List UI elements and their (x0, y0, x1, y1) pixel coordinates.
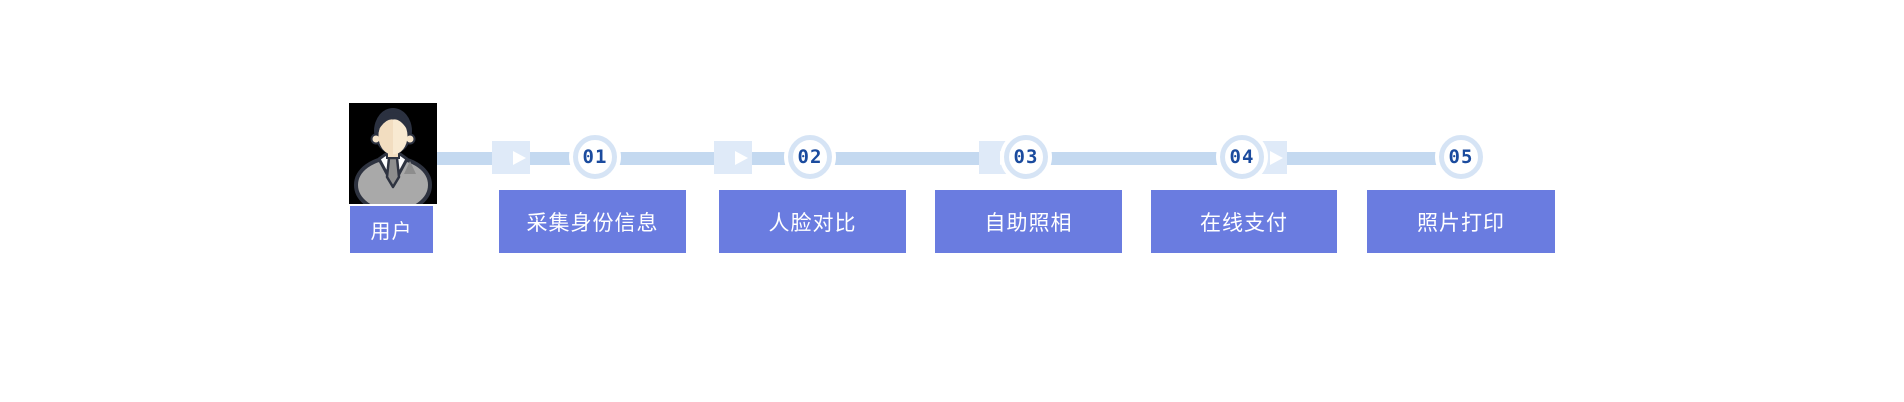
step-label-box-online-pay: 在线支付 (1151, 190, 1337, 253)
step-number: 03 (1013, 146, 1039, 168)
step-label: 照片打印 (1417, 211, 1505, 235)
step-circle-03: 03 (1004, 135, 1048, 179)
step-label-box-face-compare: 人脸对比 (719, 190, 906, 253)
chevron-right-icon (513, 150, 526, 165)
step-circle-05: 05 (1439, 135, 1483, 179)
actor-label: 用户 (370, 221, 413, 243)
chevron-right-icon (735, 150, 748, 165)
step-circle-02: 02 (788, 135, 832, 179)
step-circle-01: 01 (573, 135, 617, 179)
actor-label-box: 用户 (350, 206, 433, 253)
chevron-right-icon (1270, 150, 1283, 165)
step-number: 05 (1448, 146, 1474, 168)
step-label: 人脸对比 (768, 211, 857, 235)
flow-connector-line (437, 152, 1463, 165)
step-label: 自助照相 (984, 211, 1073, 235)
arrow-marker (714, 141, 752, 174)
step-label-box-self-photo: 自助照相 (935, 190, 1122, 253)
step-label: 在线支付 (1200, 211, 1288, 235)
user-avatar-icon (349, 103, 437, 204)
step-label: 采集身份信息 (526, 211, 659, 235)
step-number: 01 (582, 146, 608, 168)
step-number: 04 (1229, 146, 1255, 168)
step-circle-04: 04 (1220, 135, 1264, 179)
step-number: 02 (797, 146, 823, 168)
arrow-marker (492, 141, 530, 174)
step-label-box-collect-identity: 采集身份信息 (499, 190, 686, 253)
step-label-box-photo-print: 照片打印 (1367, 190, 1555, 253)
